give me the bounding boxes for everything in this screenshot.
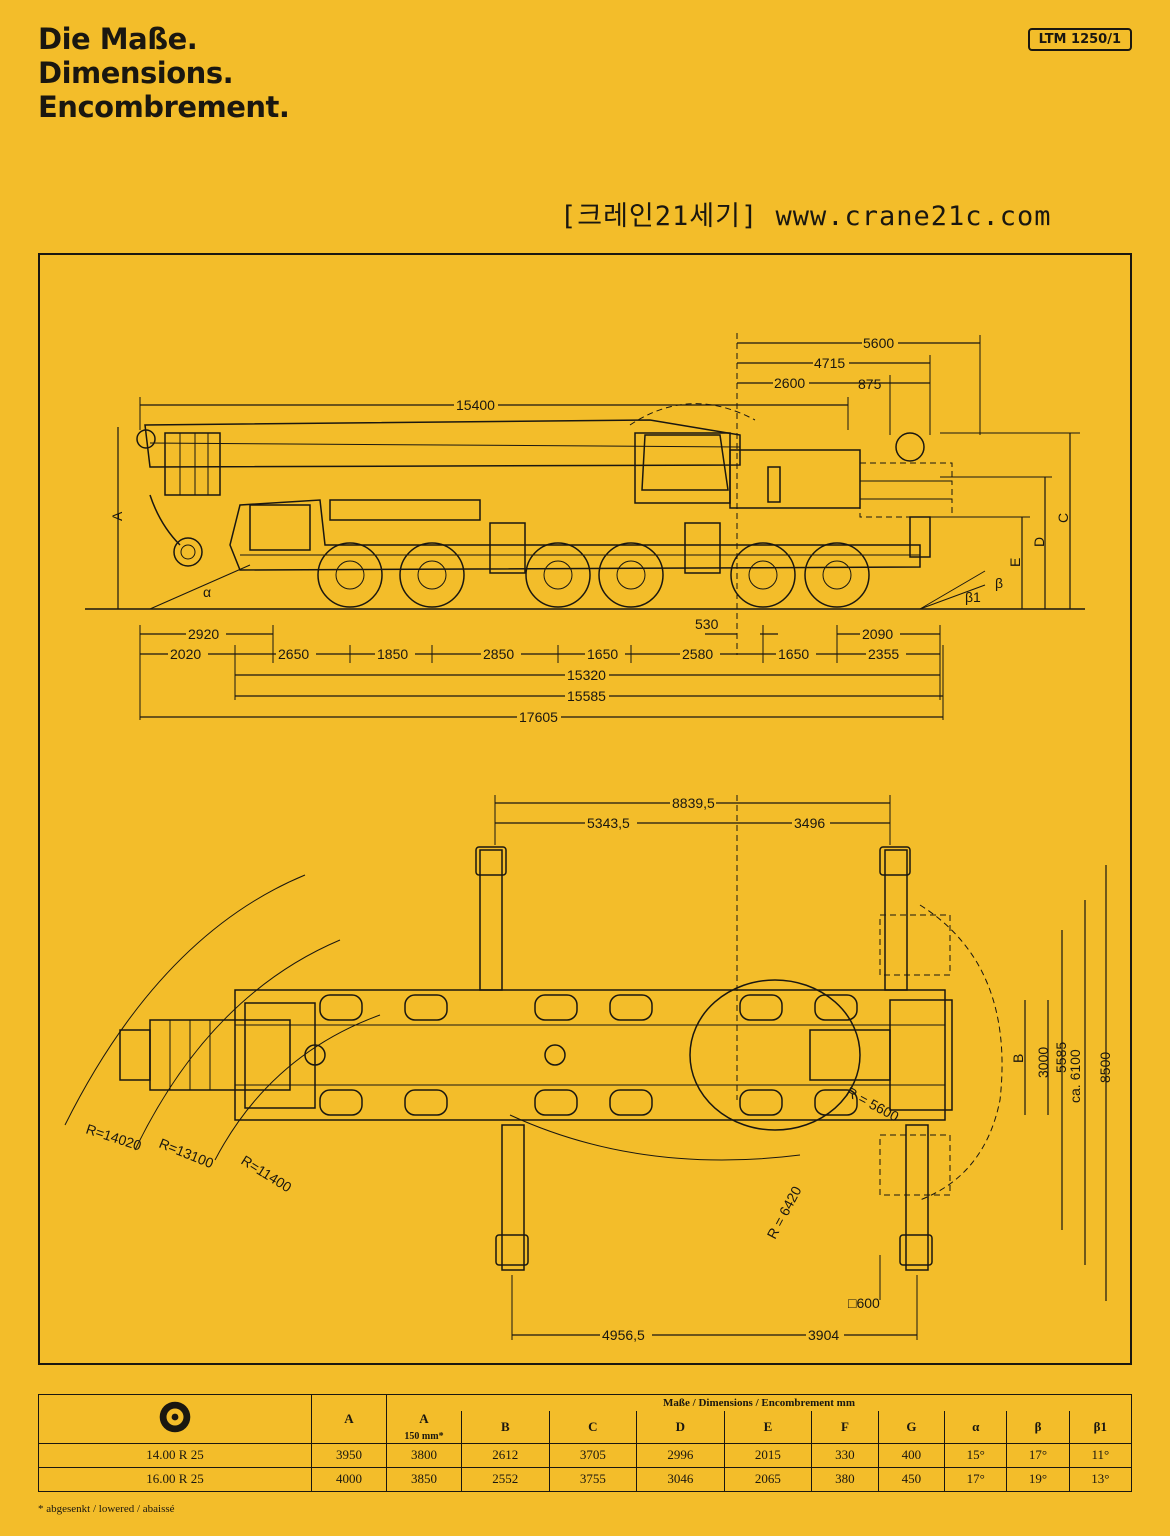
dim-2850: 2850 [483, 646, 514, 662]
table-cell: 380 [811, 1466, 879, 1492]
dim-4715: 4715 [814, 355, 845, 371]
wheels [317, 542, 870, 608]
radius-13100: R=13100 [157, 1135, 216, 1171]
dim-E: E [1007, 558, 1023, 567]
dim-2020: 2020 [170, 646, 201, 662]
dim-C: C [1055, 513, 1071, 523]
col-B: B [500, 1418, 510, 1434]
drawing-frame: 5600 4715 2600 875 15400 A C D E α β β1 … [38, 253, 1132, 1365]
dim-8839-5: 8839,5 [672, 795, 715, 811]
top-view-drawing: 8839,5 5343,5 3496 [64, 795, 1113, 1343]
table-row: 16.00 R 25 4000 3850 2552 3755 3046 2065… [38, 1466, 1133, 1492]
angle-beta1: β1 [965, 589, 981, 605]
col-F: F [840, 1418, 849, 1434]
col-A-sub: 150 mm* [404, 1430, 444, 1442]
title-french: Encombrement. [38, 90, 290, 124]
pad-size: □600 [848, 1295, 880, 1311]
axle-spacing-labels: 2020 2650 1850 2850 1650 2580 1650 2355 [168, 646, 906, 662]
table-cell: 400 [877, 1442, 946, 1468]
dim-875: 875 [858, 376, 882, 392]
dim-2920: 2920 [188, 626, 219, 642]
table-cell: 3705 [548, 1442, 638, 1468]
dim-8500: 8500 [1097, 1052, 1113, 1083]
table-cell: 3755 [548, 1466, 638, 1492]
dim-1850: 1850 [377, 646, 408, 662]
radius-6420: R = 6420 [764, 1183, 805, 1241]
table-cell: 2065 [723, 1466, 813, 1492]
table-cell: 19° [1006, 1466, 1070, 1492]
dim-17605: 17605 [519, 709, 558, 725]
radius-11400: R=11400 [238, 1152, 294, 1195]
dim-2650: 2650 [278, 646, 309, 662]
page-title: Die Maße. Dimensions. Encombrement. [38, 22, 290, 124]
dimension-table: A Maße / Dimensions / Encombrement mm A … [38, 1394, 1133, 1492]
dim-A: A [109, 511, 125, 521]
table-cell: 3950 [311, 1442, 387, 1468]
table-cell: 17° [1006, 1442, 1070, 1468]
col-A-lowered: A [419, 1410, 429, 1426]
table-cell: 3850 [386, 1466, 462, 1492]
dim-5600: 5600 [863, 335, 894, 351]
table-cell: 2996 [636, 1442, 725, 1468]
table-cell: 17° [944, 1466, 1008, 1492]
side-view-drawing: 5600 4715 2600 875 15400 A C D E α β β1 … [85, 333, 1085, 725]
dim-2090: 2090 [862, 626, 893, 642]
tire-icon-cell [38, 1394, 312, 1444]
dim-2355: 2355 [868, 646, 899, 662]
dim-1650-b: 1650 [778, 646, 809, 662]
dim-1650-a: 1650 [587, 646, 618, 662]
radius-5600: R = 5600 [844, 1084, 902, 1125]
dim-530: 530 [695, 616, 719, 632]
dim-B: B [1010, 1054, 1026, 1063]
tire-size: 14.00 R 25 [38, 1442, 312, 1468]
dim-5343-5: 5343,5 [587, 815, 630, 831]
model-badge: LTM 1250/1 [1027, 28, 1132, 51]
col-G: G [906, 1418, 917, 1434]
col-E: E [763, 1418, 773, 1434]
radius-14020: R=14020 [84, 1121, 144, 1154]
table-cell: 2552 [461, 1466, 550, 1492]
table-footnote: * abgesenkt / lowered / abaissé [38, 1503, 175, 1515]
dim-3496: 3496 [794, 815, 825, 831]
dim-ca-6100: ca. 6100 [1067, 1049, 1083, 1103]
dim-3904: 3904 [808, 1327, 839, 1343]
table-row: 14.00 R 25 3950 3800 2612 3705 2996 2015… [38, 1442, 1133, 1468]
tire-size: 16.00 R 25 [38, 1466, 312, 1492]
dim-3000: 3000 [1035, 1047, 1051, 1078]
table-cell: 3046 [636, 1466, 725, 1492]
dim-2600: 2600 [774, 375, 805, 391]
col-A: A [344, 1410, 354, 1426]
table-cell: 13° [1068, 1466, 1133, 1492]
group-header: Maße / Dimensions / Encombrement mm [386, 1394, 1132, 1411]
table-cell: 11° [1068, 1442, 1133, 1468]
table-cell: 4000 [311, 1466, 387, 1492]
table-cell: 2612 [461, 1442, 550, 1468]
dim-D: D [1031, 537, 1047, 547]
tire-icon [159, 1401, 191, 1433]
col-beta1: β1 [1093, 1418, 1107, 1434]
col-beta: β [1034, 1418, 1042, 1434]
table-cell: 330 [811, 1442, 879, 1468]
col-alpha: α [972, 1418, 980, 1434]
website-watermark: [크레인21세기] www.crane21c.com [560, 201, 1052, 232]
dim-5585: 5585 [1053, 1042, 1069, 1073]
dim-15320: 15320 [567, 667, 606, 683]
dim-4956-5: 4956,5 [602, 1327, 645, 1343]
table-cell: 2015 [723, 1442, 813, 1468]
dim-15585: 15585 [567, 688, 606, 704]
col-C: C [588, 1418, 598, 1434]
dim-15400: 15400 [456, 397, 495, 413]
dim-2580: 2580 [682, 646, 713, 662]
col-D: D [675, 1418, 686, 1434]
table-cell: 450 [877, 1466, 946, 1492]
angle-beta: β [995, 575, 1003, 591]
title-german: Die Maße. [38, 22, 198, 56]
title-english: Dimensions. [38, 56, 234, 90]
table-cell: 15° [944, 1442, 1008, 1468]
table-cell: 3800 [386, 1442, 462, 1468]
angle-alpha: α [203, 584, 211, 600]
wheel-outlines [319, 994, 858, 1116]
